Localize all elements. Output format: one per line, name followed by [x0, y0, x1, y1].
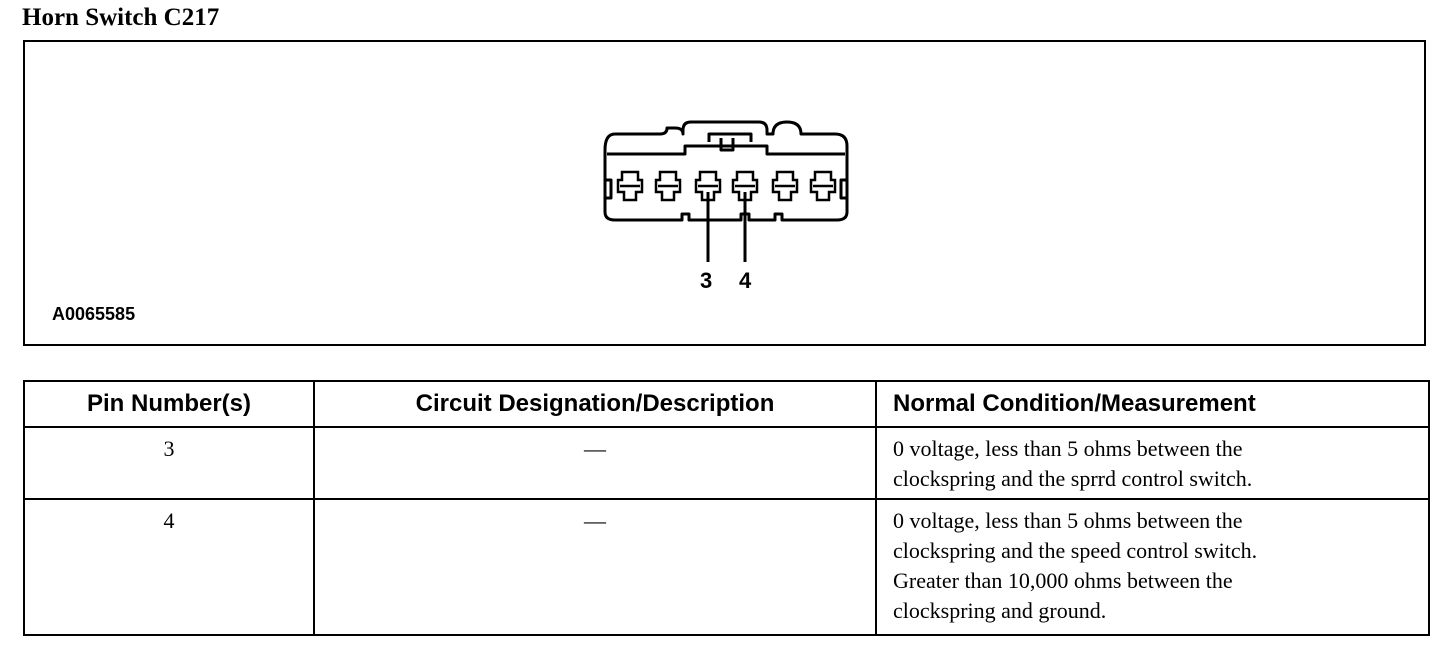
pin-4-label: 4: [739, 268, 752, 293]
circuit-cell: —: [313, 498, 877, 636]
table-header-row: Pin Number(s) Circuit Designation/Descri…: [23, 380, 1430, 428]
measurement-line: 0 voltage, less than 5 ohms between the: [893, 508, 1243, 533]
measurement-cell: 0 voltage, less than 5 ohms between the …: [875, 426, 1430, 500]
measurement-line: clockspring and the sprrd control switch…: [893, 466, 1253, 491]
header-measurement: Normal Condition/Measurement: [875, 380, 1430, 428]
pin-3-label: 3: [700, 268, 713, 293]
figure-id: A0065585: [52, 304, 136, 324]
connector-housing-outline: [603, 120, 849, 222]
page-title: Horn Switch C217: [22, 4, 220, 31]
pin-terminal: [616, 170, 644, 202]
circuit-cell: —: [313, 426, 877, 500]
measurement-line: 0 voltage, less than 5 ohms between the: [893, 436, 1243, 461]
pin-terminal: [771, 170, 799, 202]
pin-terminal: [654, 170, 682, 202]
measurement-cell: 0 voltage, less than 5 ohms between the …: [875, 498, 1430, 636]
connector-inner-ledge: [607, 144, 845, 156]
measurement-line: Greater than 10,000 ohms between the: [893, 568, 1233, 593]
measurement-line: clockspring and the speed control switch…: [893, 538, 1258, 563]
connector-diagram: 3 4 A0065585: [23, 40, 1426, 346]
header-pin-number: Pin Number(s): [23, 380, 315, 428]
connector-latch: [707, 132, 753, 152]
pin-cell: 4: [23, 498, 315, 636]
pin-cell: 3: [23, 426, 315, 500]
header-circuit: Circuit Designation/Description: [313, 380, 877, 428]
table-row: 4 — 0 voltage, less than 5 ohms between …: [23, 498, 1430, 636]
pin-terminal: [809, 170, 837, 202]
pin-terminal: [694, 170, 722, 202]
measurement-line: clockspring and ground.: [893, 598, 1107, 623]
pin-terminal: [731, 170, 759, 202]
table-row: 3 — 0 voltage, less than 5 ohms between …: [23, 426, 1430, 500]
pinout-table: Pin Number(s) Circuit Designation/Descri…: [23, 380, 1430, 636]
connector-6-pin-icon: [603, 120, 849, 262]
